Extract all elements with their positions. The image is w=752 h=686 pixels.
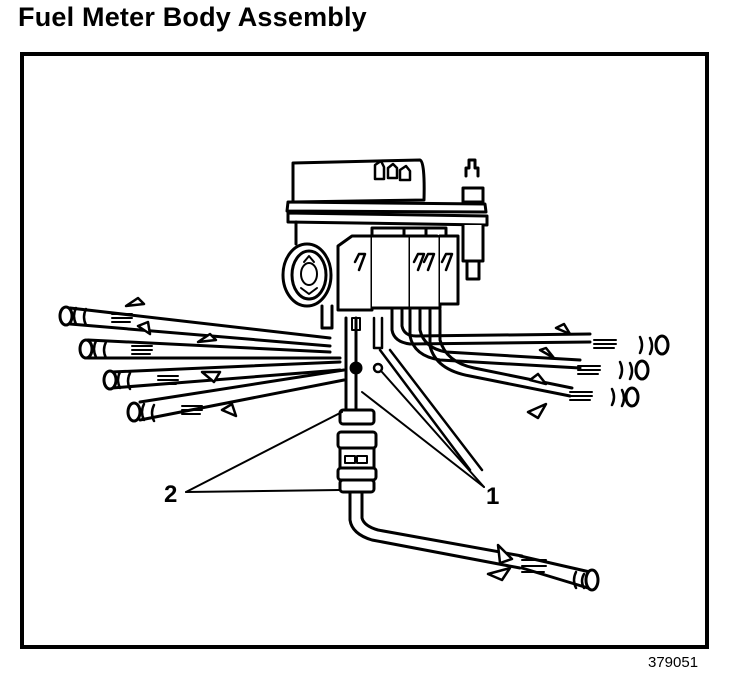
lower-fitting — [336, 408, 378, 494]
right-line-end-3 — [526, 372, 640, 420]
lower-fuel-line — [348, 490, 600, 592]
figure-number: 379051 — [648, 654, 699, 671]
diagram-frame — [20, 52, 709, 649]
callout-2-label: 2 — [164, 481, 178, 508]
leader-1b — [361, 391, 485, 488]
leader-2b — [185, 489, 341, 493]
left-line-end-4 — [126, 401, 238, 423]
regulator-fitting — [461, 158, 485, 281]
left-line-end-3 — [102, 369, 222, 391]
callout-1-label: 1 — [486, 483, 500, 510]
leader-1a — [381, 371, 485, 488]
meter-housing — [285, 158, 489, 227]
round-connector — [281, 220, 333, 308]
right-fuel-lines — [378, 308, 670, 472]
left-line-end-1 — [58, 296, 152, 336]
callout-leaders — [185, 371, 485, 493]
leader-2a — [185, 411, 343, 493]
right-line-end-2 — [538, 346, 650, 381]
terminal-tabs — [373, 159, 412, 182]
page-title: Fuel Meter Body Assembly — [18, 2, 367, 32]
injector-blocks — [320, 226, 460, 330]
left-fuel-lines — [58, 296, 346, 423]
center-stem — [344, 316, 384, 412]
right-line-end-1 — [554, 322, 670, 356]
left-line-end-2 — [78, 332, 218, 360]
